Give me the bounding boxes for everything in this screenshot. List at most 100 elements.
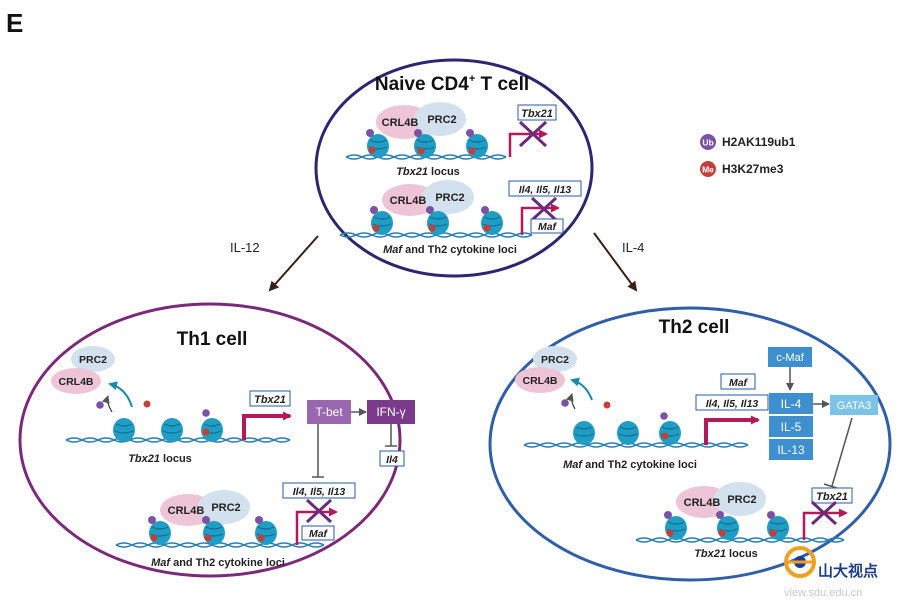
maf-gene-label: Maf [309, 528, 329, 540]
release-arrow [108, 381, 133, 408]
gata3-box [830, 395, 878, 415]
cmaf-label: c-Maf [776, 352, 804, 364]
nucleosome-icon [665, 516, 687, 540]
me-legend-label: H3K27me3 [722, 162, 784, 176]
il4-protein-box [769, 393, 813, 414]
ub-legend-icon-text: Ub [702, 138, 713, 148]
il13-protein-label: IL-13 [777, 443, 805, 457]
prc2-complex [198, 490, 250, 524]
ub-legend-icon [700, 134, 716, 150]
nucleosome-icon [481, 211, 503, 235]
me-mark-icon [661, 432, 669, 440]
th2-maf-locus-label: Maf and Th2 cytokine loci [563, 459, 697, 471]
ub-mark-icon [96, 401, 104, 409]
me-mark-icon [368, 146, 376, 154]
maf-gene-label: Maf [729, 377, 749, 389]
crl4b-label: CRL4B [390, 195, 427, 207]
prc2-label: PRC2 [211, 502, 240, 514]
th1-maf-locus-label: Maf and Th2 cytokine loci [151, 557, 285, 569]
nucleosome-icon [573, 421, 595, 445]
naive-tbx21-locus: CRL4B PRC2 Tbx21 Tbx21 locus [345, 102, 557, 178]
watermark-cn: 山大视点 [818, 562, 878, 580]
th2-cell: Th2 cell PRC2 CRL4B Maf and Th2 cytokine… [488, 306, 892, 582]
prc2-complex [71, 346, 115, 372]
me-mark-icon [483, 224, 491, 232]
il12-label: IL-12 [230, 240, 260, 255]
block-x-icon [518, 120, 548, 148]
me-mark-icon [718, 529, 726, 537]
dna-strand [339, 232, 533, 238]
naive-cell-title: Naive CD4+ T cell [375, 73, 529, 95]
ub-mark-icon [664, 511, 672, 519]
prc2-label: PRC2 [727, 494, 756, 506]
dna-strand [635, 537, 845, 543]
release-arrow [570, 377, 593, 401]
release-arrow [101, 395, 113, 413]
nucleosome-icon [427, 211, 449, 235]
ub-mark-icon [481, 206, 489, 214]
crl4b-label: CRL4B [58, 376, 93, 388]
tbx21-gene-label: Tbx21 [254, 394, 286, 406]
th2-genes-label: Il4, Il5, Il13 [293, 486, 346, 498]
tss-arrow-active [704, 415, 760, 445]
tss-arrow [295, 507, 338, 545]
ub-mark-icon [660, 412, 668, 420]
dna-strand [635, 537, 845, 543]
me-mark-icon [204, 534, 212, 542]
th1-cell-title: Th1 cell [177, 329, 248, 350]
tbx21-gene-box [811, 487, 853, 504]
tbx21-gene-box [249, 390, 291, 407]
crl4b-label: CRL4B [684, 497, 721, 509]
me-mark-icon [417, 147, 425, 155]
ifng-box [367, 400, 415, 424]
tbx21-gene-label: Tbx21 [521, 108, 553, 120]
th2-genes-label: Il4, Il5, Il13 [519, 184, 572, 196]
nucleosome-icon [659, 421, 681, 445]
ub-mark-icon [716, 511, 724, 519]
prc2-complex [414, 102, 466, 136]
ub-mark-icon [466, 129, 474, 137]
nucleosome-icon [371, 211, 393, 235]
ub-mark-icon [366, 129, 374, 137]
naive-tbx21-locus-label: Tbx21 locus [396, 166, 460, 178]
ub-mark-icon [202, 409, 210, 417]
dna-strand [115, 542, 325, 548]
nucleosome-icon [767, 516, 789, 540]
th1-tbx21-locus-label: Tbx21 locus [128, 453, 192, 465]
crl4b-label: CRL4B [522, 375, 557, 387]
th2-genes-box [508, 180, 582, 197]
me-mark-icon [257, 534, 265, 542]
ub-mark-icon [414, 129, 422, 137]
crl4b-complex [515, 367, 565, 393]
crl4b-label: CRL4B [382, 117, 419, 129]
prc2-label: PRC2 [435, 192, 464, 204]
ub-mark-icon [426, 206, 434, 214]
ub-mark-icon [255, 516, 263, 524]
prc2-complex [422, 180, 474, 214]
maf-gene-box [530, 218, 564, 234]
ub-mark-icon [561, 399, 569, 407]
crl4b-complex [51, 368, 101, 394]
nucleosome-icon [113, 418, 135, 442]
watermark-url: view.sdu.edu.cn [784, 587, 862, 599]
gata3-label: GATA3 [837, 400, 871, 412]
ub-mark-icon [370, 206, 378, 214]
prc2-complex [714, 482, 766, 516]
prc2-label: PRC2 [427, 114, 456, 126]
release-arrow [565, 393, 576, 410]
me-legend-icon [700, 161, 716, 177]
gata3-inhibit-line [831, 417, 853, 487]
nucleosome-icon [203, 521, 225, 545]
nucleosome-icon [149, 521, 171, 545]
il5-protein-box [769, 416, 813, 437]
maf-gene-box [301, 525, 335, 541]
me-mark-icon [666, 529, 674, 537]
me-legend-icon-text: Me [702, 165, 714, 175]
me-mark-icon [150, 534, 158, 542]
block-x-icon [305, 498, 333, 524]
me-mark-icon [769, 529, 777, 537]
ifng-label: IFN-γ [376, 405, 405, 419]
naive-cell: Naive CD4+ T cell CRL4B PRC2 Tbx21 Tbx21… [314, 58, 594, 278]
